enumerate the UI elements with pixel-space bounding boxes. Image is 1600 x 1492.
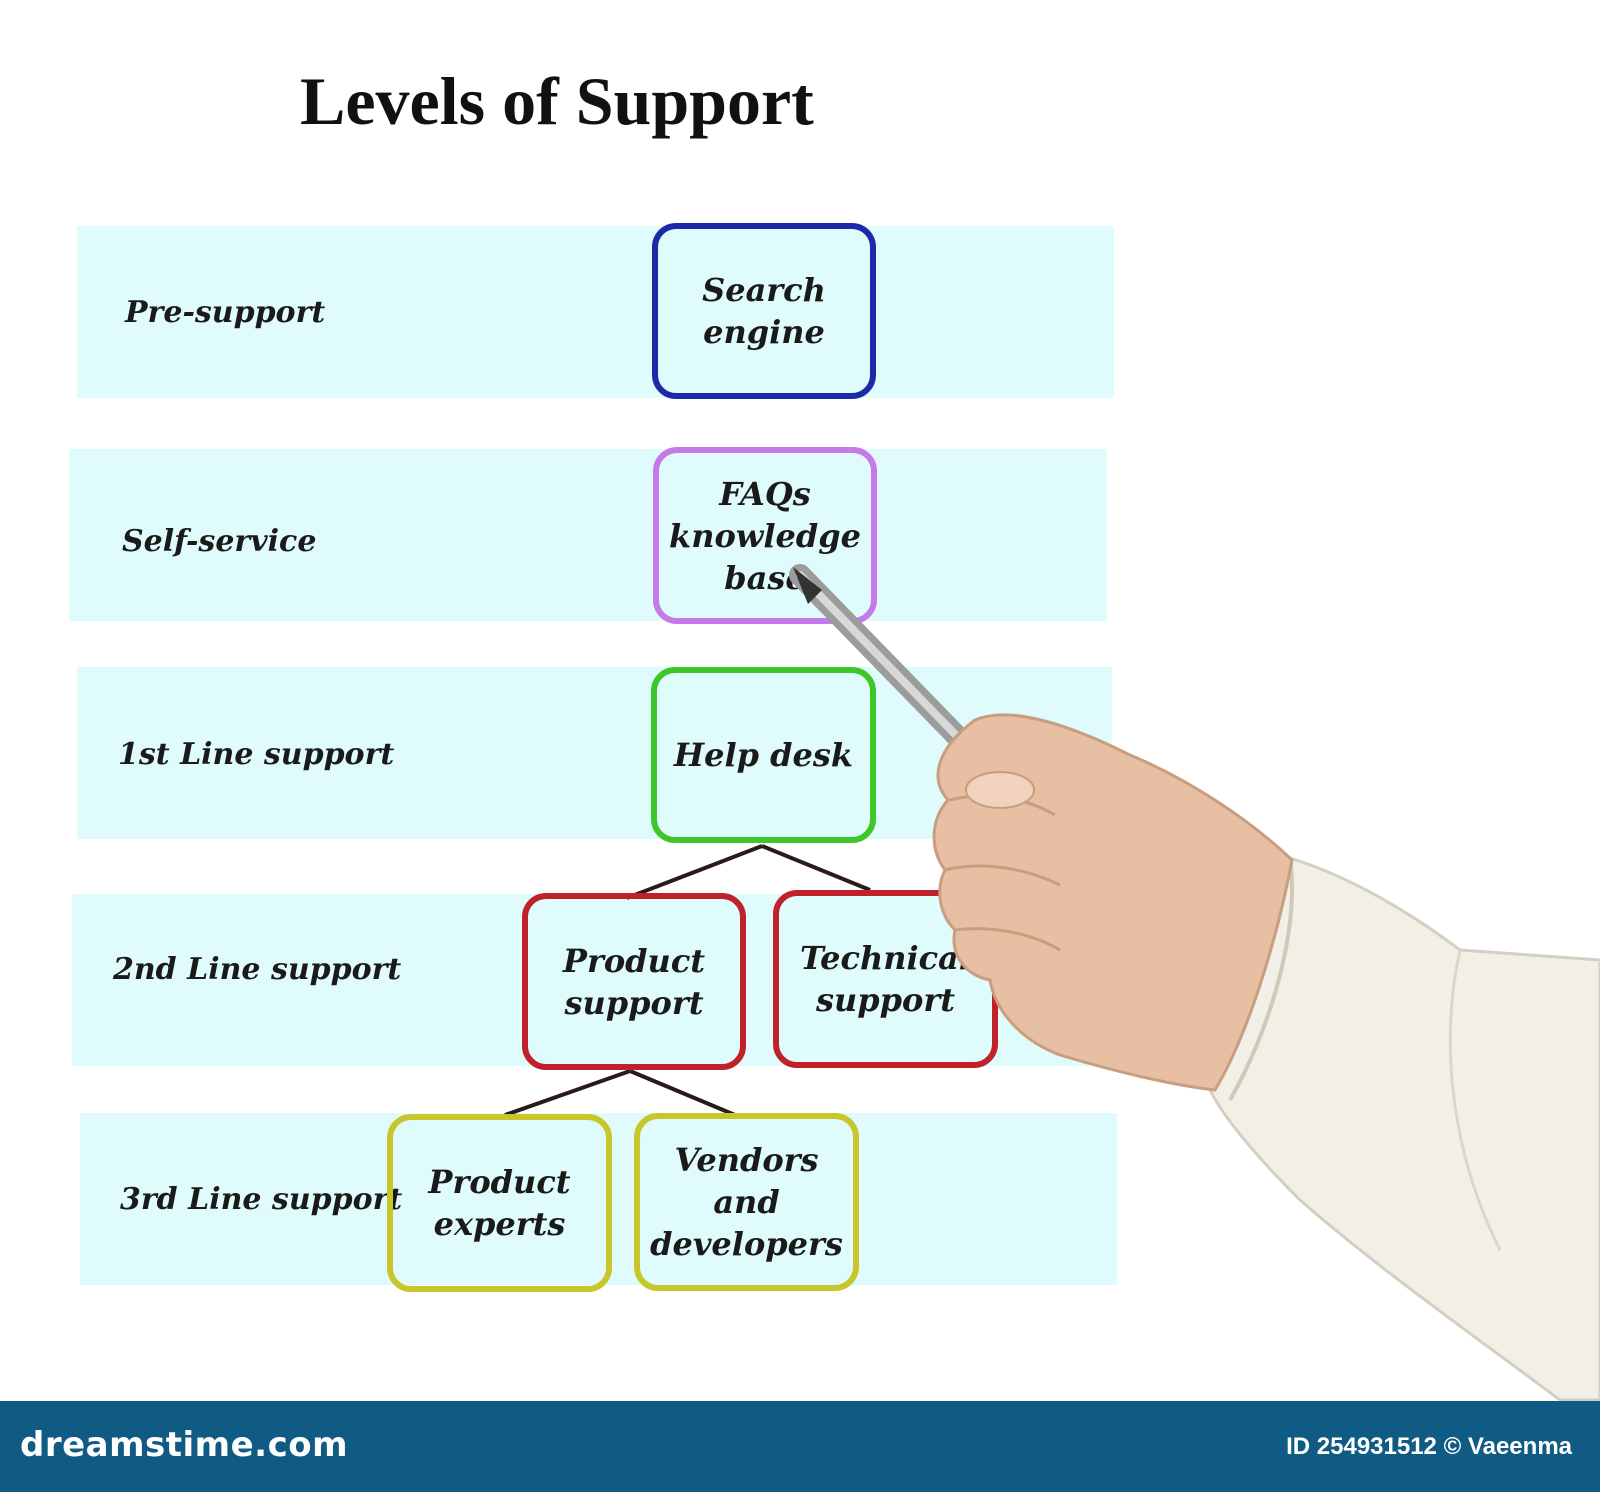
node-help-desk: Help desk (651, 667, 876, 843)
brand-logo-text: dreamstime.com (20, 1425, 349, 1465)
level-label-3rd-line: 3rd Line support (120, 1182, 403, 1217)
page-title: Levels of Support (300, 63, 814, 139)
level-label-self-service: Self-service (122, 524, 317, 559)
level-label-1st-line: 1st Line support (118, 737, 395, 772)
link-helpdesk-technical (761, 844, 871, 892)
node-technical-support: Technical support (773, 890, 998, 1068)
band-3rd-line (80, 1113, 1117, 1285)
node-product-support: Product support (522, 893, 746, 1070)
node-vendors-developers: Vendors and developers (634, 1113, 859, 1291)
level-label-2nd-line: 2nd Line support (113, 952, 402, 987)
footer-bar: dreamstime.com ID 254931512 © Vaeenma (0, 1401, 1600, 1492)
image-credit: ID 254931512 © Vaeenma (1286, 1433, 1572, 1460)
link-helpdesk-product (626, 844, 763, 900)
link-product-vendors (629, 1069, 736, 1117)
band-pre-support (77, 226, 1114, 398)
link-product-experts (504, 1069, 631, 1117)
node-product-experts: Product experts (387, 1114, 612, 1292)
level-label-pre-support: Pre-support (125, 295, 326, 330)
node-search-engine: Search engine (652, 223, 876, 399)
node-faqs-knowledge-base: FAQs knowledge base (653, 447, 877, 624)
